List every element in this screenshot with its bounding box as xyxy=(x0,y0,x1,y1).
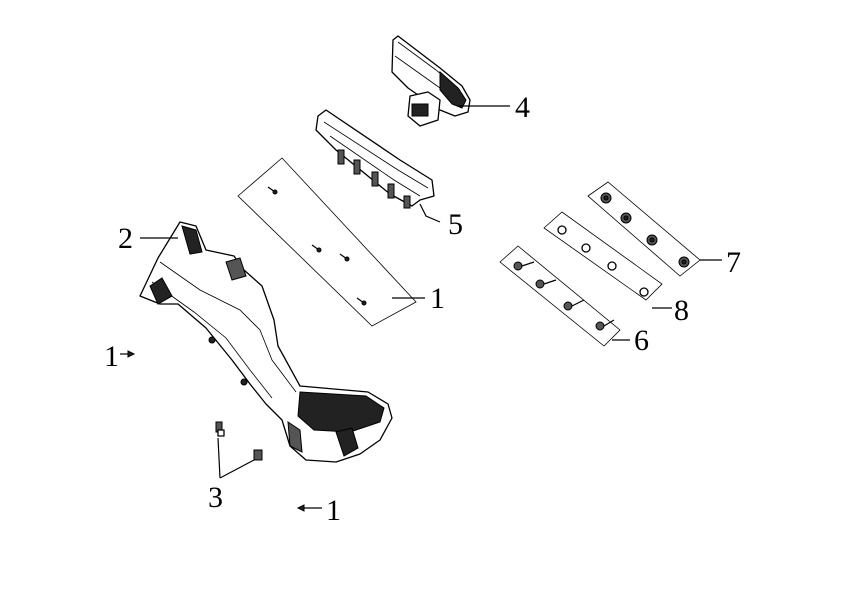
screw-icon xyxy=(267,186,278,195)
screw-group-box xyxy=(237,157,425,327)
screw-icon xyxy=(356,297,367,306)
bolt-icon xyxy=(563,299,585,311)
washer-icon xyxy=(557,225,567,235)
part-5-bracket xyxy=(315,109,441,223)
nut-icon xyxy=(620,212,632,224)
part-8-washers xyxy=(543,211,672,309)
callout-7: 7 xyxy=(726,246,741,279)
nut-icon xyxy=(646,234,658,246)
part-7-nuts xyxy=(587,181,722,277)
small-screw-bottom xyxy=(296,504,322,512)
clip-icon xyxy=(215,421,225,437)
callout-3: 3 xyxy=(208,481,223,514)
washer-icon xyxy=(639,287,649,297)
washer-icon xyxy=(581,243,591,253)
callout-1-left: 1 xyxy=(104,340,119,373)
small-screw-left xyxy=(120,350,136,358)
nut-icon xyxy=(600,192,612,204)
screw-icon xyxy=(339,253,350,262)
callout-8: 8 xyxy=(674,294,689,327)
callout-5: 5 xyxy=(448,208,463,241)
washer-icon xyxy=(607,261,617,271)
bolt-icon xyxy=(535,279,557,289)
callout-1-bottom: 1 xyxy=(326,494,341,527)
callout-2: 2 xyxy=(118,222,133,255)
clip-parts-3 xyxy=(215,421,263,479)
callout-4: 4 xyxy=(515,91,530,124)
part-4-instrument-cluster xyxy=(391,35,510,127)
part-2-front-frame xyxy=(139,221,393,463)
bolt-icon xyxy=(513,261,535,271)
bolt-icon xyxy=(595,319,615,331)
clip-icon xyxy=(253,449,263,461)
screw-icon xyxy=(311,244,322,253)
callout-1-top: 1 xyxy=(430,282,445,315)
callout-6: 6 xyxy=(634,324,649,357)
part-6-bolts xyxy=(499,245,630,347)
nut-icon xyxy=(678,256,690,268)
